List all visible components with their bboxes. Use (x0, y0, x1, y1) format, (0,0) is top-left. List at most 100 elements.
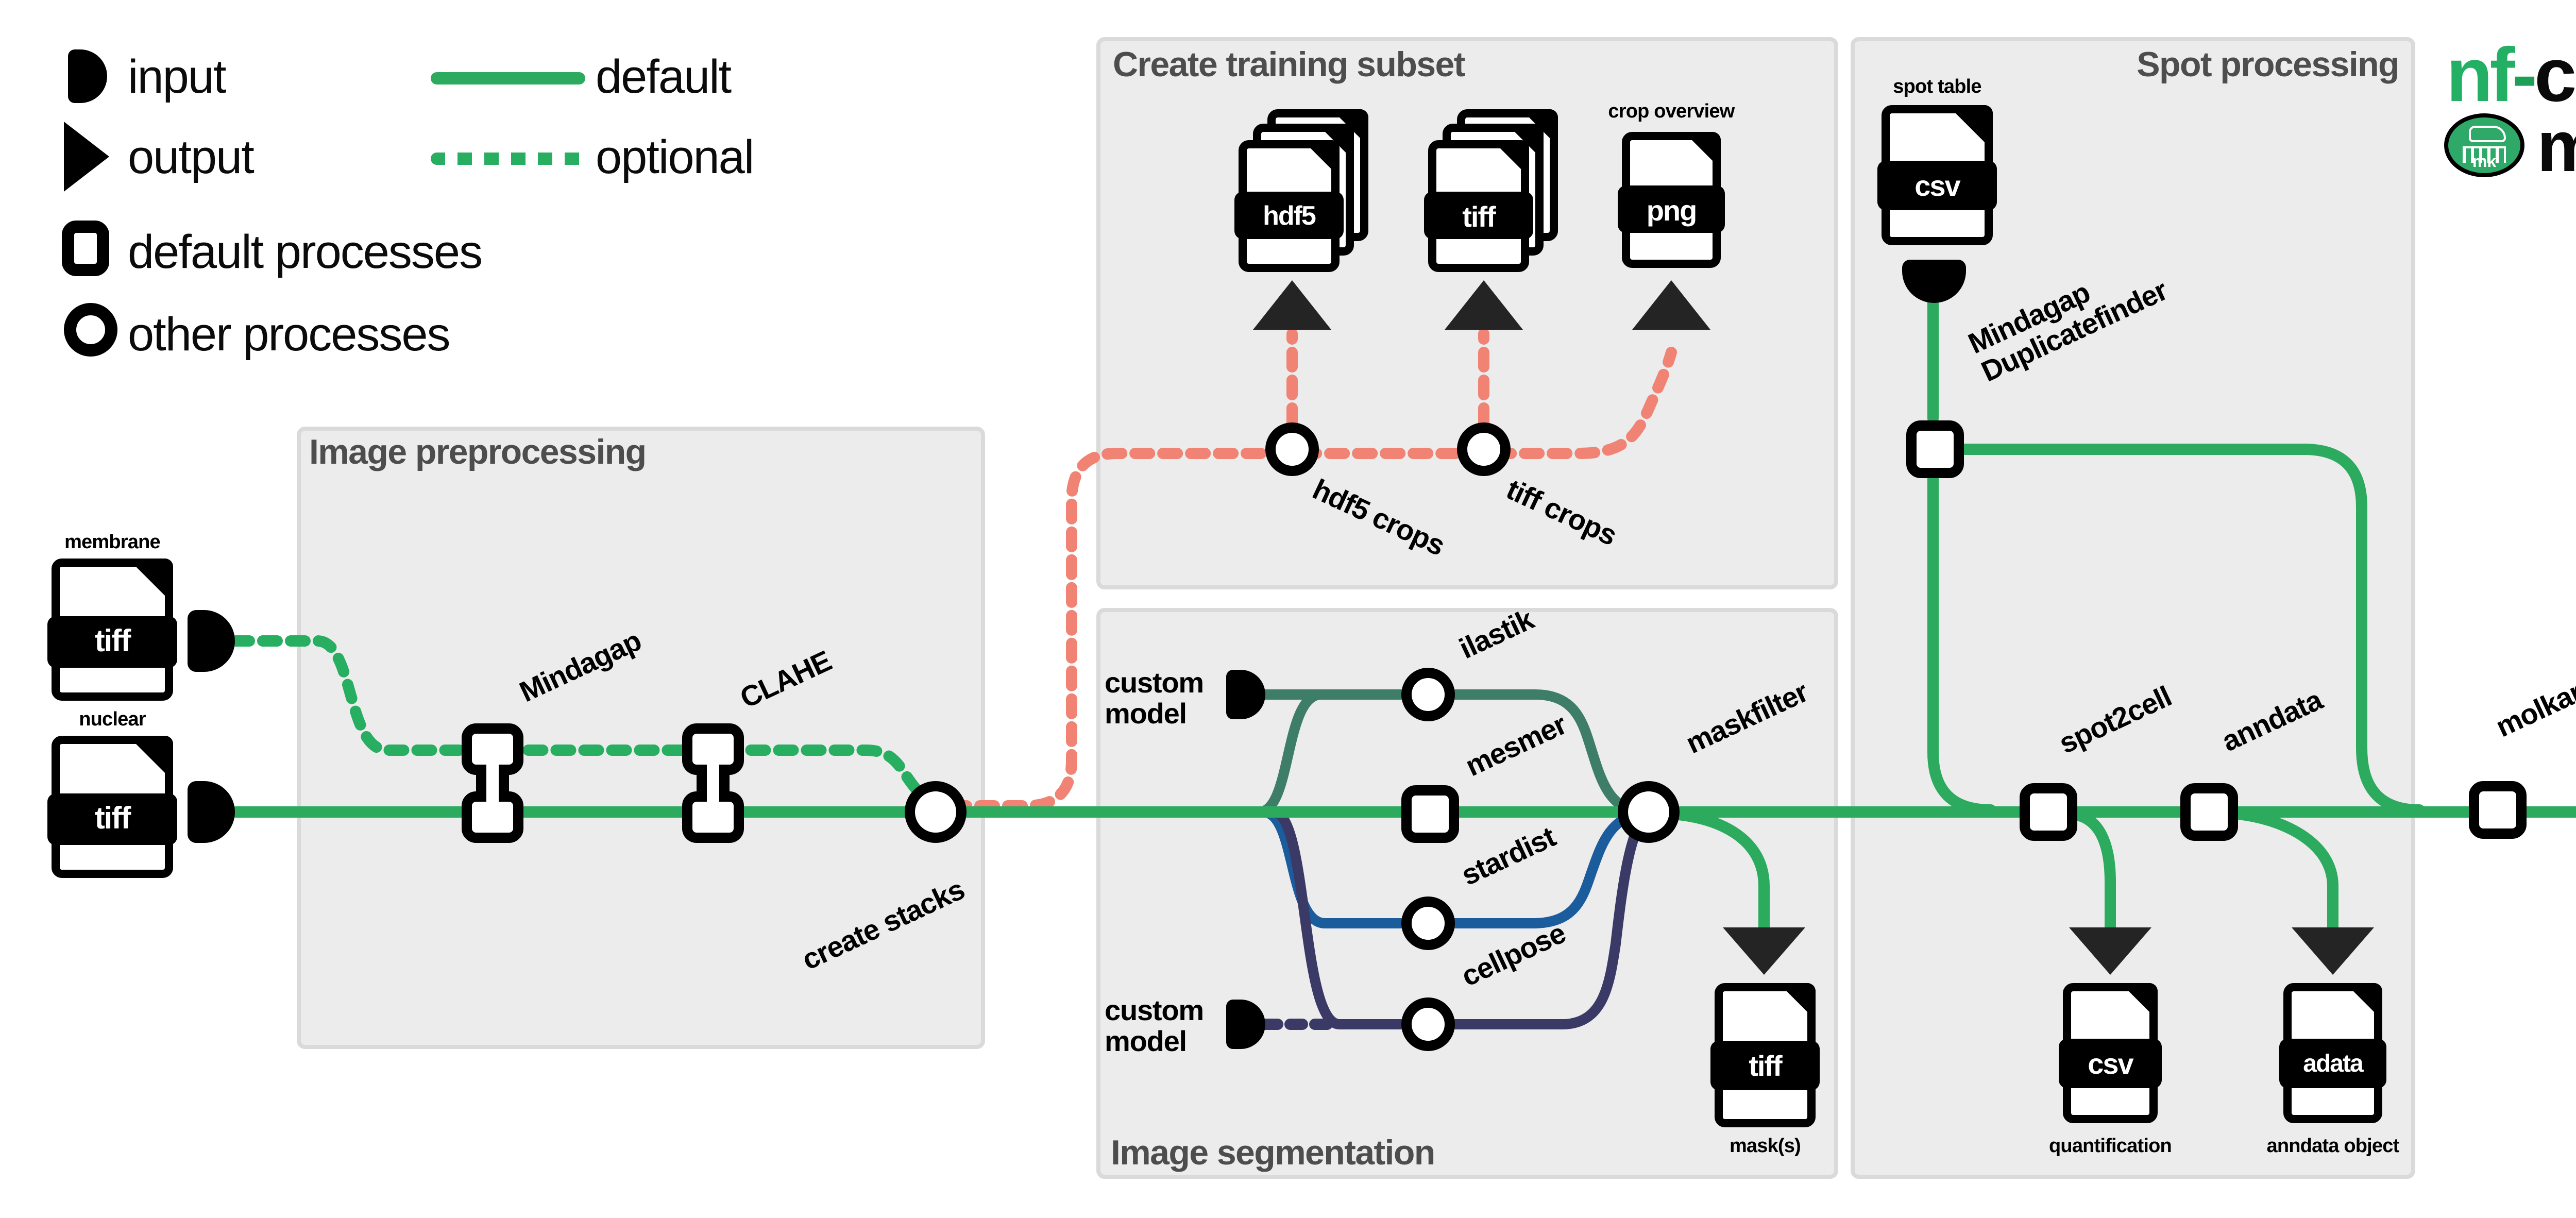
file-sheet: tiff (1710, 983, 1820, 1127)
legend-default-processes-label: default processes (128, 225, 483, 278)
file-type-badge: hdf5 (1234, 192, 1344, 239)
nf-core-logo: nf-core/ (2446, 33, 2576, 120)
process-hdf5-crops (1265, 422, 1319, 476)
folded-corner-icon (1947, 105, 1993, 150)
file-type-badge: adata (2279, 1039, 2386, 1088)
flow-ilastik-branch (1254, 689, 1326, 817)
molkart-badge-icon: mk (2444, 113, 2524, 177)
anndata-object-label: anndata object (2266, 1136, 2400, 1158)
legend-other-process-icon (64, 303, 117, 357)
legend-optional-label: optional (596, 130, 754, 183)
process-mindagap (462, 723, 523, 843)
legend-default-line (431, 72, 585, 84)
flow-membrane-optional (229, 635, 931, 803)
folded-corner-icon (1684, 132, 1721, 169)
title-image-segmentation: Image segmentation (1111, 1134, 1435, 1173)
legend-default-process-icon (62, 221, 109, 276)
process-stardist (1401, 896, 1455, 950)
folded-corner-icon (1492, 140, 1529, 177)
legend-optional-line (431, 153, 585, 165)
legend-output-label: output (128, 130, 255, 183)
crop-overview-label: crop overview (1608, 101, 1735, 124)
custom-model-bottom-input-marker (1226, 1000, 1265, 1049)
mask-tiff-file: tiff (1710, 983, 1820, 1127)
membrane-tiff-file: tiff (47, 559, 177, 701)
anndata-adata-file: adata (2279, 983, 2386, 1123)
process-duplicatefinder (1906, 420, 1964, 478)
process-anndata (2180, 783, 2238, 841)
process-mesmer (1401, 785, 1459, 843)
process-tiff-crops (1457, 422, 1511, 476)
flow-crops-salmon (946, 347, 1677, 811)
custom-model-top-label: custom model (1105, 666, 1204, 730)
box-image-preprocessing (297, 427, 985, 1049)
flow-duplicatefinder-right (1956, 444, 2425, 816)
file-type-badge: csv (1877, 161, 1997, 210)
folded-corner-icon (1317, 124, 1354, 161)
legend-default-label: default (596, 49, 732, 103)
quantification-csv-file: csv (2059, 983, 2162, 1123)
flow-stardist (1258, 807, 1652, 928)
quantification-label: quantification (2049, 1136, 2172, 1158)
membrane-input-marker (188, 610, 235, 672)
file-type-badge: tiff (47, 793, 177, 845)
custom-model-top-input-marker (1226, 670, 1265, 719)
kart-icon (2469, 126, 2506, 142)
logo-dash: - (2512, 33, 2537, 117)
file-sheet: tiff (47, 559, 177, 701)
folded-corner-icon (1506, 124, 1544, 161)
flow-cellpose (1268, 807, 1656, 1029)
molkart-logo-text: molkart (2537, 107, 2576, 190)
output-arrow-mask (1723, 927, 1805, 975)
process-spot2cell (2020, 783, 2077, 841)
file-type-badge: tiff (1424, 192, 1533, 239)
custom-model-bottom-label: custom model (1105, 993, 1204, 1057)
flow-anndata-out (2232, 808, 2338, 933)
file-type-badge: tiff (1710, 1041, 1820, 1090)
title-create-training-subset: Create training subset (1113, 45, 1465, 84)
process-cellpose (1401, 997, 1455, 1051)
legend-input-label: input (128, 49, 227, 103)
output-arrow-quant (2069, 927, 2151, 975)
file-sheet: hdf5 (1234, 140, 1344, 272)
process-neck (697, 765, 730, 802)
folded-corner-icon (2345, 983, 2382, 1020)
file-sheet: png (1618, 132, 1725, 268)
nuclear-tiff-file: tiff (47, 736, 177, 878)
flow-maskfilter-out (1668, 808, 1770, 933)
process-ilastik (1401, 668, 1455, 721)
spot-table-label: spot table (1893, 76, 1981, 99)
folded-corner-icon (1302, 140, 1340, 177)
mask-label: mask(s) (1729, 1136, 1801, 1158)
legend-other-processes-label: other processes (128, 307, 451, 361)
file-sheet: tiff (47, 736, 177, 878)
file-type-badge: png (1618, 185, 1725, 233)
title-image-preprocessing: Image preprocessing (309, 433, 647, 472)
output-arrow-png (1632, 280, 1710, 330)
comb-icon (2463, 146, 2506, 163)
nuclear-label: nuclear (79, 709, 146, 732)
logo-nf: nf (2446, 33, 2515, 117)
badge-mk-label: mk (2472, 153, 2497, 171)
tiff-crops-files: tiff (1424, 109, 1558, 272)
flow-duplicatefinder-down (1927, 470, 1996, 816)
title-spot-processing: Spot processing (2137, 45, 2399, 84)
file-type-badge: csv (2059, 1039, 2162, 1088)
crop-overview-png-file: png (1618, 132, 1725, 268)
output-arrow-adata (2292, 927, 2374, 975)
folded-corner-icon (2121, 983, 2158, 1020)
file-sheet: csv (2059, 983, 2162, 1123)
process-clahe (682, 723, 744, 843)
legend-output-icon (64, 122, 109, 192)
flow-spot2cell-out (2065, 808, 2116, 933)
file-sheet: csv (1877, 105, 1997, 245)
hdf5-crops-files: hdf5 (1234, 109, 1368, 272)
logo-core: core/ (2534, 33, 2576, 117)
process-molkartqc (2469, 781, 2527, 839)
file-sheet: adata (2279, 983, 2386, 1123)
output-arrow-tiff (1445, 280, 1523, 330)
process-neck (476, 765, 509, 802)
folded-corner-icon (128, 559, 173, 604)
